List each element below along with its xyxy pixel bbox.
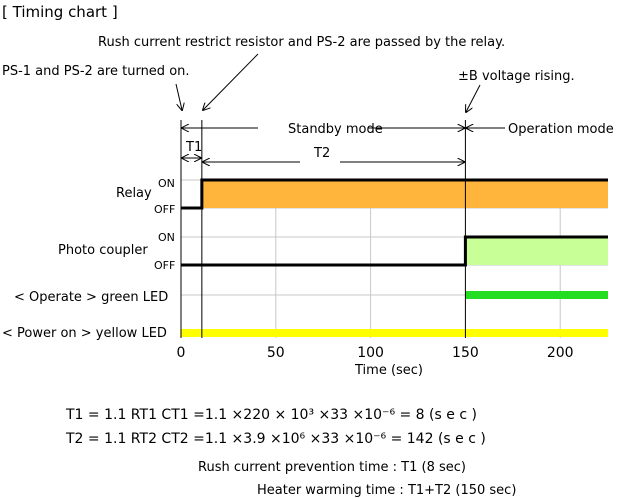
row-label-green-led: < Operate > green LED [14, 290, 168, 305]
annotation-b-voltage: ±B voltage rising. [458, 69, 575, 84]
axis-label: Time (sec) [354, 363, 423, 378]
pointer-b-voltage [466, 84, 481, 112]
axis-tick-label: 50 [267, 345, 285, 361]
annotation-ps-on: PS-1 and PS-2 are turned on. [2, 64, 190, 79]
photo-off-label: OFF [154, 259, 175, 272]
mode-label-t2: T2 [313, 146, 330, 161]
pointer-ps-on [175, 83, 182, 110]
pointer-rush-relay [203, 53, 259, 110]
yellow-led-bar [181, 329, 608, 337]
relay-on-label: ON [158, 177, 175, 190]
signal-fills [181, 181, 608, 337]
mode-label-operation: Operation mode [508, 122, 614, 137]
formula-t2: T2 = 1.1 RT2 CT2 =1.1 ×3.9 ×10⁶ ×33 ×10⁻… [65, 431, 486, 447]
row-label-relay: Relay [116, 186, 152, 201]
chart-title: [ Timing chart ] [2, 3, 118, 21]
green-led-bar [465, 291, 608, 299]
annotation-rush-relay: Rush current restrict resistor and PS-2 … [98, 35, 505, 50]
axis-tick-label: 150 [452, 345, 479, 361]
mode-label-standby: Standby mode [288, 122, 383, 137]
axis-tick-label: 200 [547, 345, 574, 361]
row-label-yellow-led: < Power on > yellow LED [2, 326, 167, 341]
photo-on-label: ON [158, 231, 175, 244]
note-rush-time: Rush current prevention time : T1 (8 sec… [198, 460, 466, 475]
formula-t1: T1 = 1.1 RT1 CT1 =1.1 ×220 × 10³ ×33 ×10… [65, 407, 477, 423]
mode-spans [181, 128, 505, 162]
photo-on-fill [465, 237, 608, 265]
note-heater-time: Heater warming time : T1+T2 (150 sec) [257, 483, 516, 498]
axis-tick-label: 100 [357, 345, 384, 361]
axis-tick-label: 0 [177, 345, 186, 361]
relay-on-fill [201, 181, 608, 208]
mode-label-t1: T1 [185, 140, 202, 155]
row-label-photo: Photo coupler [58, 243, 148, 258]
relay-off-label: OFF [154, 203, 175, 216]
axis-ticks: 0 50 100 150 200 [177, 345, 574, 361]
